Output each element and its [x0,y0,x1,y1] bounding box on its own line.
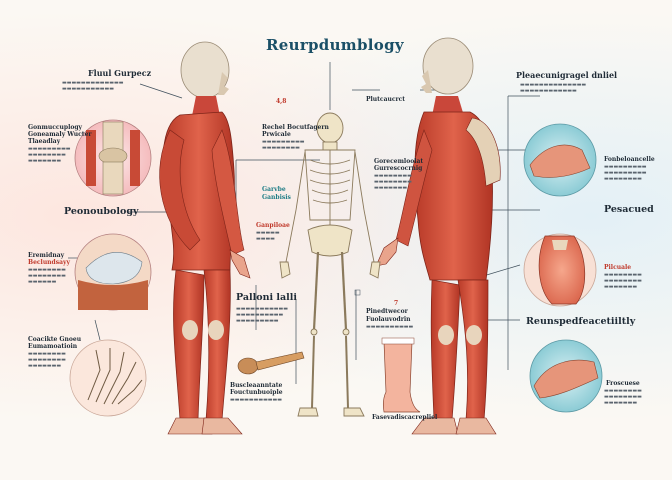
label-center-red: Ganpiloae [256,222,290,229]
label-center-bottom-sub2: ▬▬▬▬▬▬▬▬▬▬▬ [230,397,282,403]
label-right-mid-sub: ▬▬▬▬▬▬▬▬▬▬▬▬▬▬▬▬▬▬▬▬▬▬▬ [604,272,642,290]
inset-muscle-belly [523,233,597,307]
label-left-bottom2: Eumamoatioin [28,343,78,350]
label-mid-right: Pinedtwecor [366,308,408,315]
label-center-bottom2: Buscleaanntate [230,382,283,389]
label-center-red-sub: ▬▬▬▬▬▬▬▬▬ [256,230,280,242]
label-center-top1: Rechel Bocutfagern [262,124,329,131]
label-left-mid: Peonoubology [64,206,139,217]
label-center-bottom: Palloni lalli [236,292,298,303]
label-left-bottom-sub: ▬▬▬▬▬▬▬▬▬▬▬▬▬▬▬▬▬▬▬▬▬▬▬ [28,351,66,369]
label-skel-right2: Gurrescocrnig [374,165,423,172]
inset-knee [74,119,152,197]
poster-title: Reurpdumblogy [266,36,404,54]
label-left-bottom: Coacikte Gnoeu [28,336,82,343]
label-tiny-red-1: 4,8 [276,98,287,105]
left-muscle-figure [159,41,251,435]
label-skel-right1: Gorecemloolat [374,158,424,165]
label-center-bottom3: Fouctunbuoiple [230,389,283,396]
label-left-top-sub: ▬▬▬▬▬▬▬▬▬▬▬▬▬▬▬▬▬▬▬▬▬▬▬▬ [62,80,124,92]
bone-tool [237,351,305,375]
label-right-top: Pleaecunigragel dnliel [516,70,618,80]
label-right-bottom-sub: ▬▬▬▬▬▬▬▬▬▬▬▬▬▬▬▬▬▬▬▬▬▬▬ [604,388,642,406]
skeleton-figure [279,112,381,417]
label-mid-right-sub: ▬▬▬▬▬▬▬▬▬▬ [366,324,414,330]
label-right-mid: Pesacued [604,204,654,215]
label-right-top-sub: ▬▬▬▬▬▬▬▬▬▬▬▬▬▬▬▬▬▬▬▬▬▬▬▬▬▬ [520,82,587,94]
label-skel-right-sub: ▬▬▬▬▬▬▬▬▬▬▬▬▬▬▬▬▬▬▬▬▬▬▬ [374,173,412,191]
inset-hand-bones [69,339,147,417]
label-right-upper-sub: ▬▬▬▬▬▬▬▬▬▬▬▬▬▬▬▬▬▬▬▬▬▬▬▬▬▬ [604,164,647,182]
inset-teal-hand [529,339,603,413]
label-skel-top: Plutcaucrct [366,96,406,103]
label-mid-bottom: Fasevadiscacrepliel [372,414,438,421]
label-center-mid2: Ganbisis [262,194,291,201]
label-right-bottom: Froscuese [606,380,640,387]
label-tiny-red-2: 7 [394,300,399,307]
inset-cartilage [74,233,152,311]
label-left-upper2: Goneamaly Wucter [28,131,92,138]
label-left-lower: Eremidnay [28,252,65,259]
label-mid-right2: Fuolauvodrin [366,316,411,323]
label-left-upper3: Tlaeadlay [28,138,61,145]
leg-cast [381,337,421,413]
label-center-top2: Prwicale [262,131,291,138]
right-muscle-figure [375,37,501,435]
inset-right-hand [523,123,597,197]
label-left-top: Fluul Gurpecz [88,68,152,78]
label-left-upper-sub: ▬▬▬▬▬▬▬▬▬▬▬▬▬▬▬▬▬▬▬▬▬▬▬▬ [28,146,71,164]
label-left-lower-sub: ▬▬▬▬▬▬▬▬▬▬▬▬▬▬▬▬▬▬▬▬▬▬ [28,267,66,285]
label-right-upper: Fonbeloancelle [604,156,655,163]
label-right-lower: Reunspedfeacetiiltly [526,316,636,327]
label-center-top-sub: ▬▬▬▬▬▬▬▬▬▬▬▬▬▬▬▬▬ [262,139,305,151]
label-right-mid-red: Pilcuale [604,264,632,271]
label-center-mid: Garvbe [262,186,286,193]
label-left-lower2: Beclundsayy [28,259,70,266]
label-center-bottom-sub: ▬▬▬▬▬▬▬▬▬▬▬▬▬▬▬▬▬▬▬▬▬▬▬▬▬▬▬▬▬▬ [236,306,288,324]
label-left-upper: Gonmuccuplogy [28,124,83,131]
